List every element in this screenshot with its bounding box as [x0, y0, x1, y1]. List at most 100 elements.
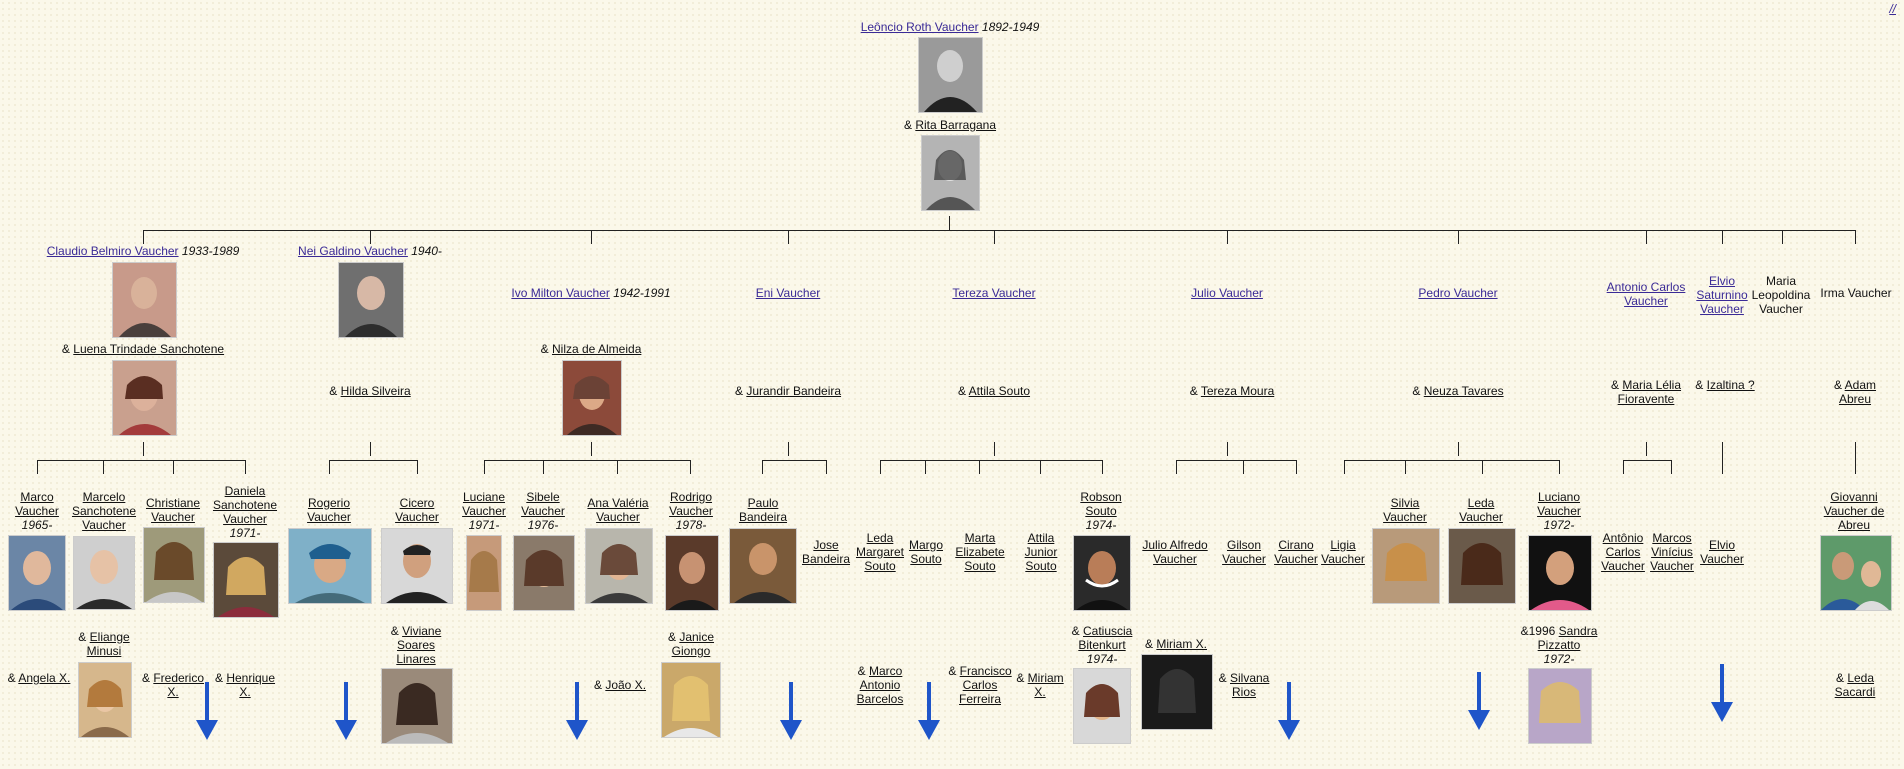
corner-link[interactable]: // — [1889, 2, 1896, 16]
child-name-link[interactable]: Ivo Milton Vaucher — [511, 286, 610, 300]
grandchild-name-link[interactable]: Gilson Vaucher — [1222, 538, 1266, 566]
down-arrow-icon[interactable] — [566, 682, 588, 742]
grandchild-name-link[interactable]: Marcelo Sanchotene Vaucher — [71, 490, 137, 532]
down-arrow-icon[interactable] — [335, 682, 357, 742]
child-spouse-portrait — [112, 360, 177, 436]
grandchild-spouse-link[interactable]: Leda Sacardi — [1834, 671, 1876, 699]
grandchild-name-link[interactable]: Leda Margaret Souto — [855, 531, 905, 573]
child-spouse-link[interactable]: Tereza Moura — [1200, 384, 1275, 398]
child-spouse-link[interactable]: Adam Abreu — [1838, 378, 1877, 406]
grandchild-spouse-link[interactable]: Marco Antonio Barcelos — [856, 664, 904, 706]
child-name-link[interactable]: Eni Vaucher — [755, 286, 821, 300]
tick — [762, 460, 763, 474]
grandchild-name-link[interactable]: Rogerio Vaucher — [307, 496, 351, 524]
grandchild-spouse-link[interactable]: Eliange Minusi — [86, 630, 130, 658]
tick — [245, 460, 246, 474]
grandchild-name-link[interactable]: Ana Valéria Vaucher — [587, 496, 649, 524]
grandchild-name-link[interactable]: Leda Vaucher — [1459, 496, 1503, 524]
down-arrow-icon[interactable] — [1278, 682, 1300, 742]
grandchild-name-link[interactable]: Marta Elizabete Souto — [955, 531, 1005, 573]
grandchild-name-link[interactable]: Luciano Vaucher — [1537, 490, 1581, 518]
grandchild-spouse-link[interactable]: Silvana Rios — [1230, 671, 1270, 699]
child-name-link[interactable]: Tereza Vaucher — [952, 286, 1036, 300]
grandchild-name-link[interactable]: Luciane Vaucher — [462, 490, 506, 518]
child-name-link[interactable]: Pedro Vaucher — [1418, 286, 1498, 300]
grandchildren-bar — [880, 460, 1102, 461]
grandchild-spouse-link[interactable]: Miriam X. — [1156, 637, 1208, 651]
grandchild-spouse-link[interactable]: Angela X. — [18, 671, 71, 685]
amp-text: & — [903, 118, 912, 132]
tick — [1296, 460, 1297, 474]
grandchild: Jose Bandeira — [796, 538, 856, 566]
child-name-link[interactable]: Claudio Belmiro Vaucher — [46, 244, 179, 258]
child-spouse-link[interactable]: Attila Souto — [968, 384, 1031, 398]
grandchild-portrait — [73, 536, 135, 610]
grandchild-spouse-portrait — [1141, 654, 1213, 730]
grandchild-spouse-link[interactable]: Francisco Carlos Ferreira — [958, 664, 1012, 706]
down-arrow-icon[interactable] — [1711, 664, 1733, 724]
child-spouse-link[interactable]: Izaltina ? — [1706, 378, 1755, 392]
grandchild-spouse-link[interactable]: Sandra Pizzatto — [1537, 624, 1598, 652]
grandchild-years: 1971- — [229, 526, 261, 540]
grandchild: Rogerio Vaucher — [290, 496, 368, 524]
children-bar — [143, 230, 1856, 231]
grandchild-name-link[interactable]: Giovanni Vaucher de Abreu — [1823, 490, 1885, 532]
down-arrow-icon[interactable] — [918, 682, 940, 742]
grandchild-years: 1971- — [468, 518, 500, 532]
grandchild-name-link[interactable]: Jose Bandeira — [801, 538, 851, 566]
tick — [143, 230, 144, 244]
grandchild-name-link[interactable]: Cirano Vaucher — [1274, 538, 1318, 566]
child-portrait — [338, 262, 404, 338]
child-spouse: & Izaltina ? — [1694, 378, 1756, 392]
child-spouse-link[interactable]: Nilza de Almeida — [551, 342, 642, 356]
grandchild-spouse-link[interactable]: Miriam X. — [1027, 671, 1064, 699]
child-spouse-link[interactable]: Hilda Silveira — [340, 384, 411, 398]
grandchild-spouse: & Viviane Soares Linares — [378, 624, 454, 666]
amp-text: & — [141, 671, 150, 685]
child-spouse-link[interactable]: Luena Trindade Sanchotene — [73, 342, 225, 356]
grandchild-spouse-link[interactable]: Henrique X. — [226, 671, 276, 699]
child-name-link[interactable]: Julio Vaucher — [1191, 286, 1263, 300]
grandchild-name-link[interactable]: Antônio Carlos Vaucher — [1601, 531, 1645, 573]
child-name-link[interactable]: Elvio Saturnino Vaucher — [1696, 274, 1748, 316]
grandchild-spouse: & Henrique X. — [210, 671, 280, 699]
grandchild: Daniela Sanchotene Vaucher 1971- — [205, 484, 285, 540]
grandchild-name-link[interactable]: Rodrigo Vaucher — [669, 490, 713, 518]
down-arrow-icon[interactable] — [196, 682, 218, 742]
child-name-link[interactable]: Antonio Carlos Vaucher — [1606, 280, 1686, 308]
grandchild-name-link[interactable]: Elvio Vaucher — [1700, 538, 1744, 566]
grandchild-name-link[interactable]: Daniela Sanchotene Vaucher — [212, 484, 278, 526]
grandchild-name-link[interactable]: Paulo Bandeira — [738, 496, 788, 524]
grandchild-portrait — [466, 535, 502, 611]
grandchild-name-link[interactable]: Marco Vaucher — [15, 490, 59, 518]
grandchild-spouse-link[interactable]: Viviane Soares Linares — [396, 624, 442, 666]
grandchild-name-link[interactable]: Robson Souto — [1080, 490, 1122, 518]
child-spouse-link[interactable]: Neuza Tavares — [1423, 384, 1504, 398]
grandchild-name-link[interactable]: Margo Souto — [908, 538, 943, 566]
tick — [1855, 230, 1856, 244]
grandchild-name-link[interactable]: Julio Alfredo Vaucher — [1142, 538, 1208, 566]
tick — [1646, 230, 1647, 244]
down-arrow-icon[interactable] — [1468, 672, 1490, 732]
down-arrow-icon[interactable] — [780, 682, 802, 742]
root-name-link[interactable]: Leôncio Roth Vaucher — [860, 20, 979, 34]
grandchild-name-link[interactable]: Sibele Vaucher — [521, 490, 565, 518]
grandchild-spouse-link[interactable]: Catiuscia Bitenkurt — [1078, 624, 1133, 652]
grandchild-name-link[interactable]: Silvia Vaucher — [1383, 496, 1427, 524]
child-spouse-link[interactable]: Maria Lélia Fioravente — [1617, 378, 1682, 406]
grandchild-spouse-link[interactable]: João X. — [605, 678, 647, 692]
grandchild: Marco Vaucher 1965- — [2, 490, 72, 532]
grandchild-spouse-link[interactable]: Frederico X. — [153, 671, 205, 699]
child-spouse-link[interactable]: Jurandir Bandeira — [746, 384, 842, 398]
grandchild-name-link[interactable]: Attila Junior Souto — [1024, 531, 1058, 573]
child-name-link[interactable]: Nei Galdino Vaucher — [298, 244, 408, 258]
grandchild-spouse-link[interactable]: Janice Giongo — [671, 630, 715, 658]
root-spouse-link[interactable]: Rita Barragana — [915, 118, 997, 132]
grandchild-spouse-portrait — [1073, 668, 1131, 744]
grandchild-name-link[interactable]: Ligia Vaucher — [1321, 538, 1365, 566]
tick — [1623, 460, 1624, 474]
grandchild-name-link[interactable]: Christiane Vaucher — [145, 496, 201, 524]
grandchild-name-link[interactable]: Cicero Vaucher — [395, 496, 439, 524]
grandchild-name-link[interactable]: Marcos Vinícius Vaucher — [1650, 531, 1694, 573]
grandchild-years: 1978- — [675, 518, 707, 532]
